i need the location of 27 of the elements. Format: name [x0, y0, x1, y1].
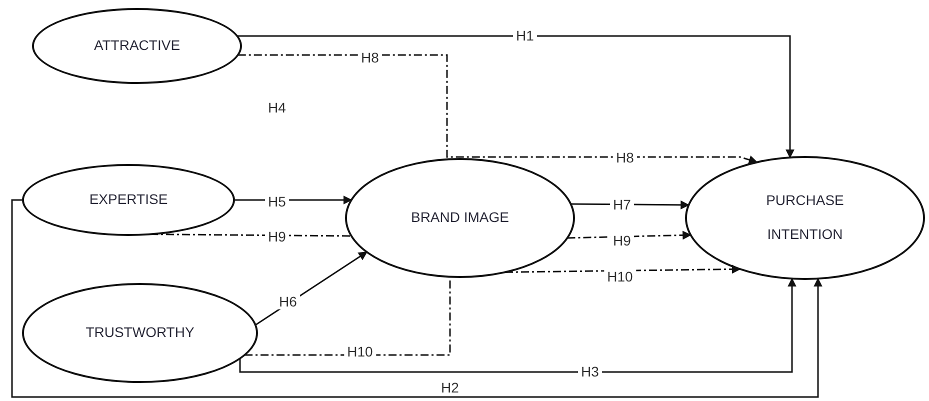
ellipse-node	[32, 8, 242, 84]
edge-label: H10	[344, 344, 376, 360]
arrow	[255, 251, 368, 326]
ellipse-node	[345, 158, 575, 278]
edge-label: H10	[604, 269, 636, 285]
node-label: EXPERTISE	[89, 190, 168, 210]
edge-label: H5	[265, 194, 289, 210]
ellipse-node	[685, 156, 925, 280]
ellipse-node	[22, 283, 258, 383]
arrow	[239, 278, 796, 373]
arrow	[11, 199, 822, 398]
edge-label: H6	[276, 294, 300, 310]
arrow	[237, 35, 794, 158]
arrow	[570, 200, 690, 210]
edge-label: H9	[265, 229, 289, 245]
node-label: PURCHASE INTENTION	[765, 191, 845, 244]
dashed-arrow	[567, 230, 692, 240]
ellipse-node	[22, 164, 235, 236]
dashed-arrow	[238, 54, 758, 164]
hypothesis-label: H8	[613, 150, 637, 166]
edge-label: H9	[610, 233, 634, 249]
edge-label: H3	[578, 364, 602, 380]
node-label: BRAND IMAGE	[410, 208, 509, 228]
node-label: ATTRACTIVE	[94, 36, 180, 56]
edge-label: H8	[358, 50, 382, 66]
arrow	[234, 196, 352, 204]
node-label: TRUSTWORTHY	[86, 323, 194, 342]
